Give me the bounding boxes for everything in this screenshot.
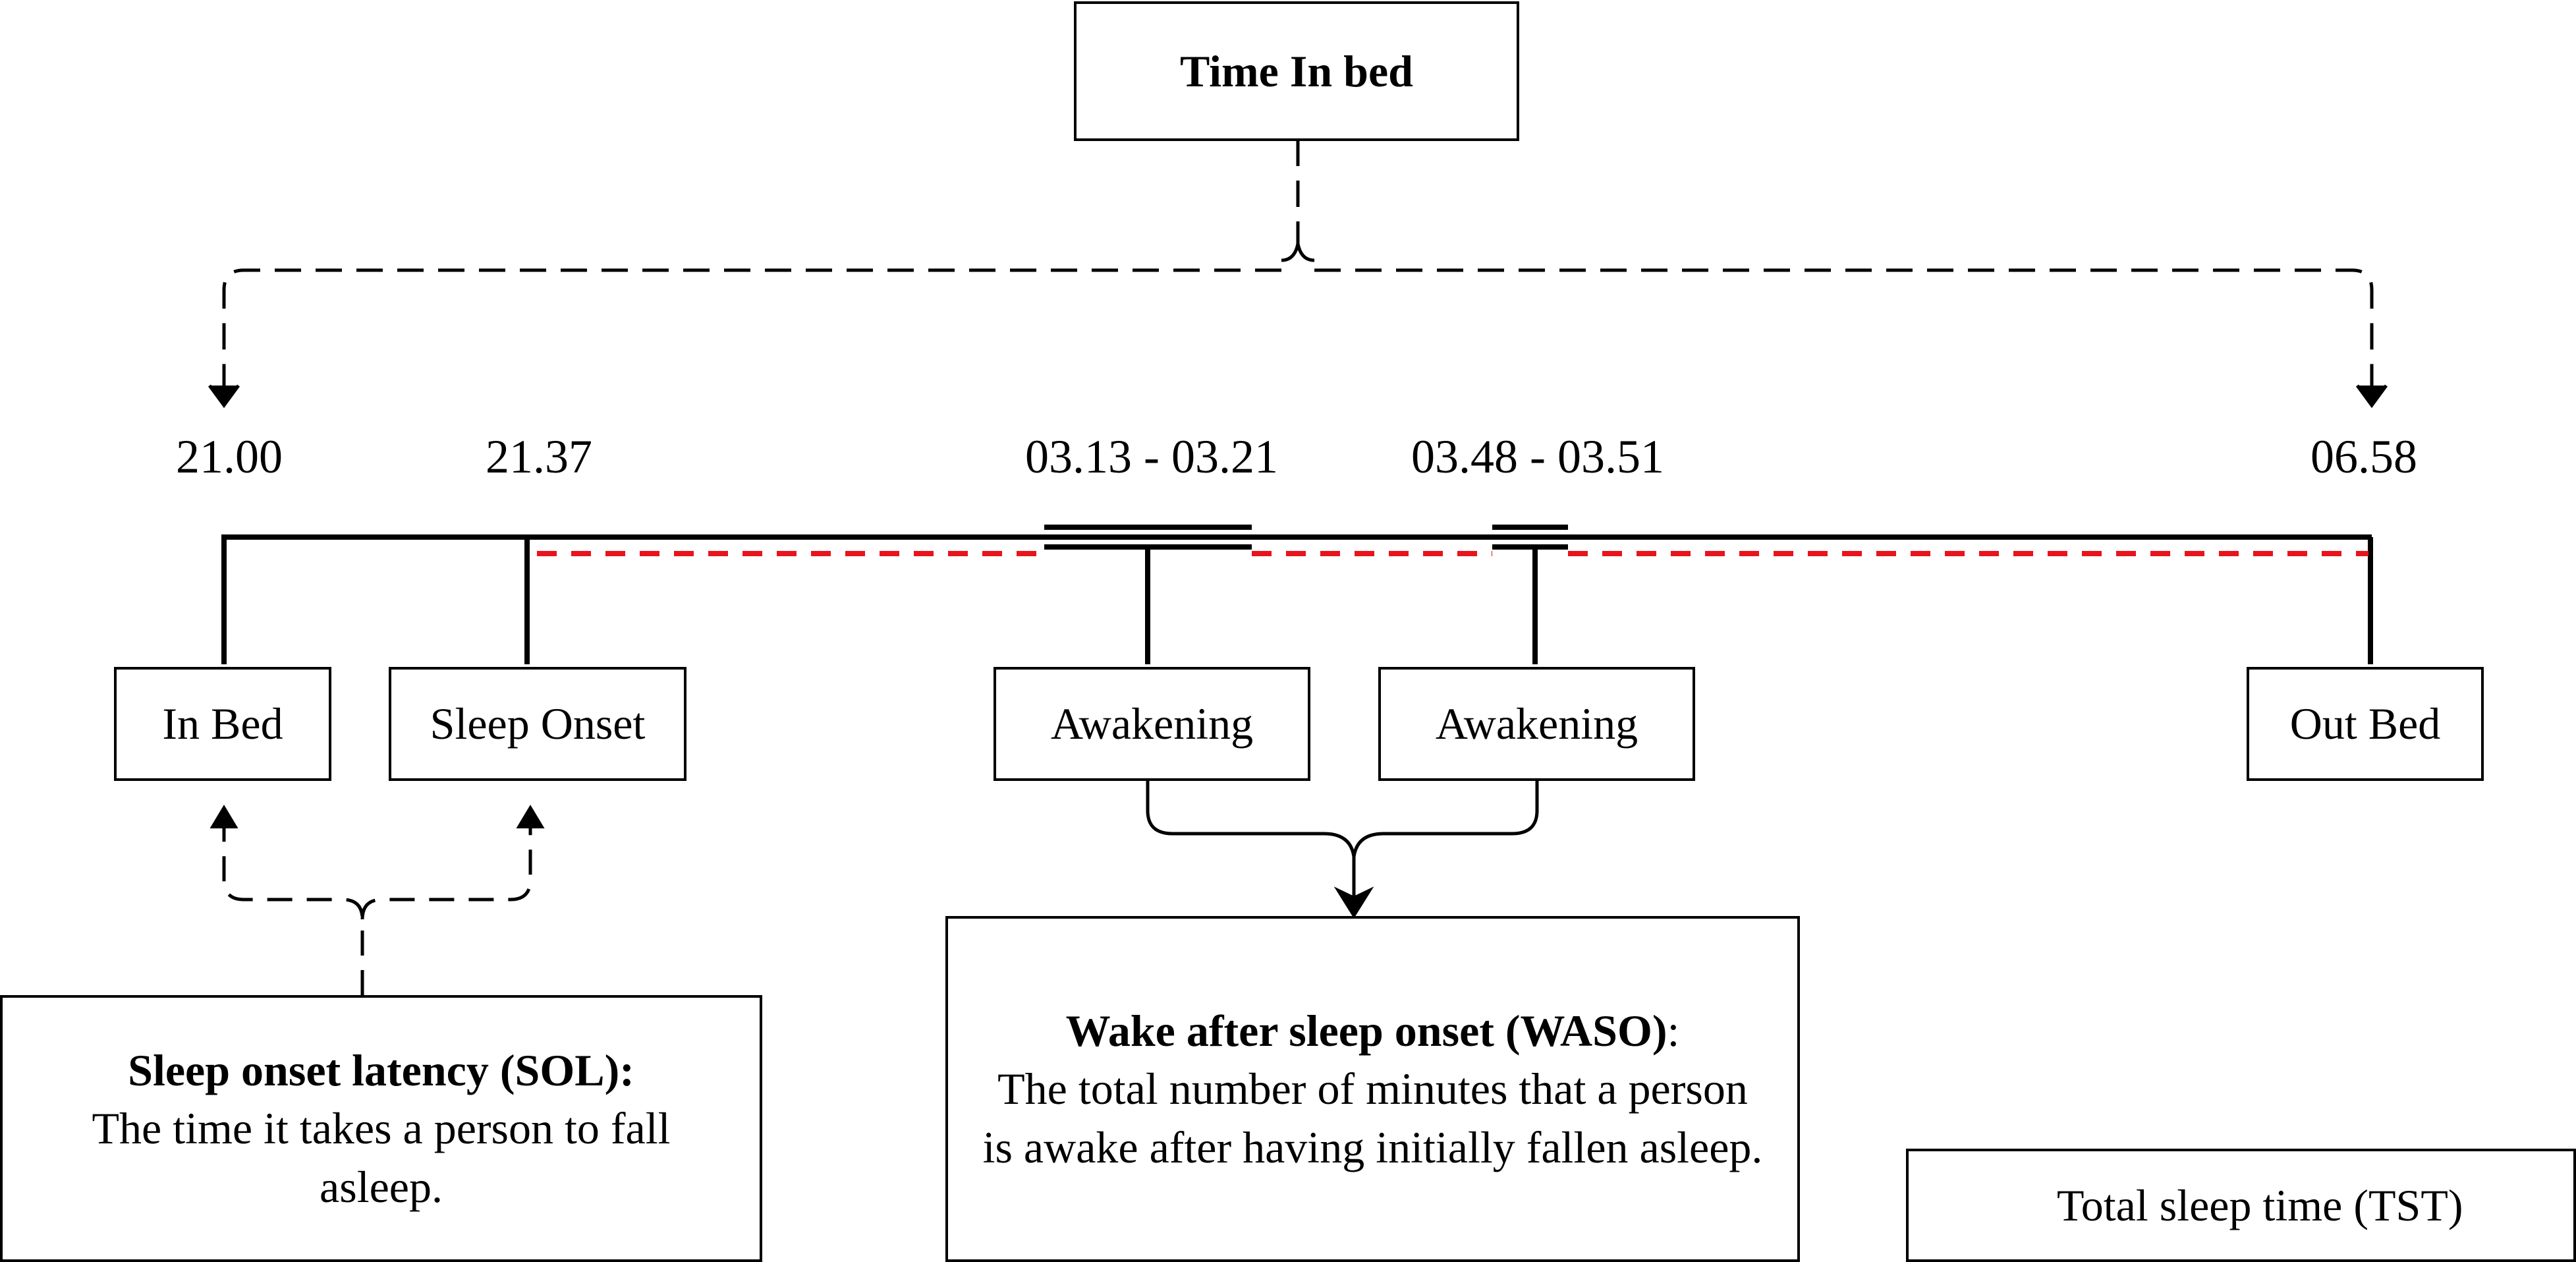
- sleep-onset-label: Sleep Onset: [430, 699, 646, 749]
- waso-connector: [1146, 781, 1539, 906]
- timeline: [221, 534, 2373, 664]
- arrowhead-waso: [1333, 886, 1374, 919]
- awakening-markers: [1044, 525, 1568, 550]
- sleep-onset-box: Sleep Onset: [389, 667, 686, 781]
- waso-definition: The total number of minutes that a perso…: [982, 1064, 1763, 1172]
- waso-definition-box: Wake after sleep onset (WASO): The total…: [945, 916, 1800, 1262]
- sol-term: Sleep onset latency (SOL):: [128, 1045, 634, 1095]
- in-bed-label: In Bed: [162, 699, 283, 749]
- legend-label: Total sleep time (TST): [2057, 1180, 2463, 1230]
- awakening-box-1: Awakening: [994, 667, 1310, 781]
- arrowheads-time-in-bed: [208, 384, 2388, 409]
- in-bed-box: In Bed: [114, 667, 331, 781]
- time-in-bed-start: 21.00: [176, 430, 283, 483]
- awakening-label-2: Awakening: [1435, 699, 1638, 749]
- time-sleep-onset: 21.37: [486, 430, 592, 483]
- time-awakening-2: 03.48 - 03.51: [1411, 430, 1664, 483]
- time-in-bed-box: Time In bed: [1074, 1, 1519, 141]
- arrowheads-sol: [210, 805, 545, 828]
- sol-definition-box: Sleep onset latency (SOL): The time it t…: [0, 995, 762, 1262]
- awakening-label-1: Awakening: [1050, 699, 1254, 749]
- waso-term: Wake after sleep onset (WASO):: [1065, 1005, 1680, 1056]
- legend-box: Total sleep time (TST): [1906, 1149, 2576, 1262]
- out-bed-label: Out Bed: [2289, 699, 2441, 749]
- awakening-box-2: Awakening: [1378, 667, 1695, 781]
- sol-connector: [222, 817, 532, 995]
- out-bed-box: Out Bed: [2247, 667, 2484, 781]
- sol-definition: The time it takes a person to fall aslee…: [92, 1103, 671, 1212]
- time-out-bed: 06.58: [2310, 430, 2417, 483]
- time-awakening-1: 03.13 - 03.21: [1025, 430, 1278, 483]
- time-in-bed-connector: [222, 140, 2374, 395]
- time-in-bed-title: Time In bed: [1180, 45, 1413, 96]
